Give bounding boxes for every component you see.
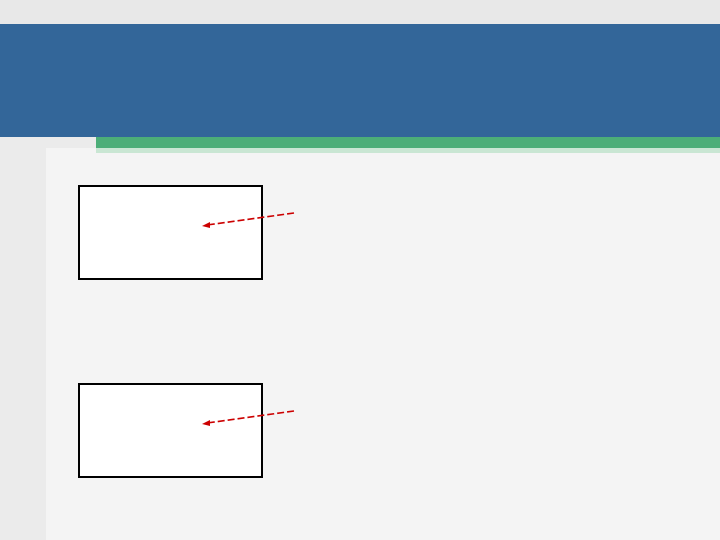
empty-box-1 bbox=[78, 185, 263, 280]
header-band bbox=[0, 24, 720, 137]
accent-bar-highlight bbox=[96, 148, 720, 153]
empty-box-2 bbox=[78, 383, 263, 478]
accent-bar bbox=[96, 137, 720, 148]
top-strip bbox=[0, 0, 720, 24]
